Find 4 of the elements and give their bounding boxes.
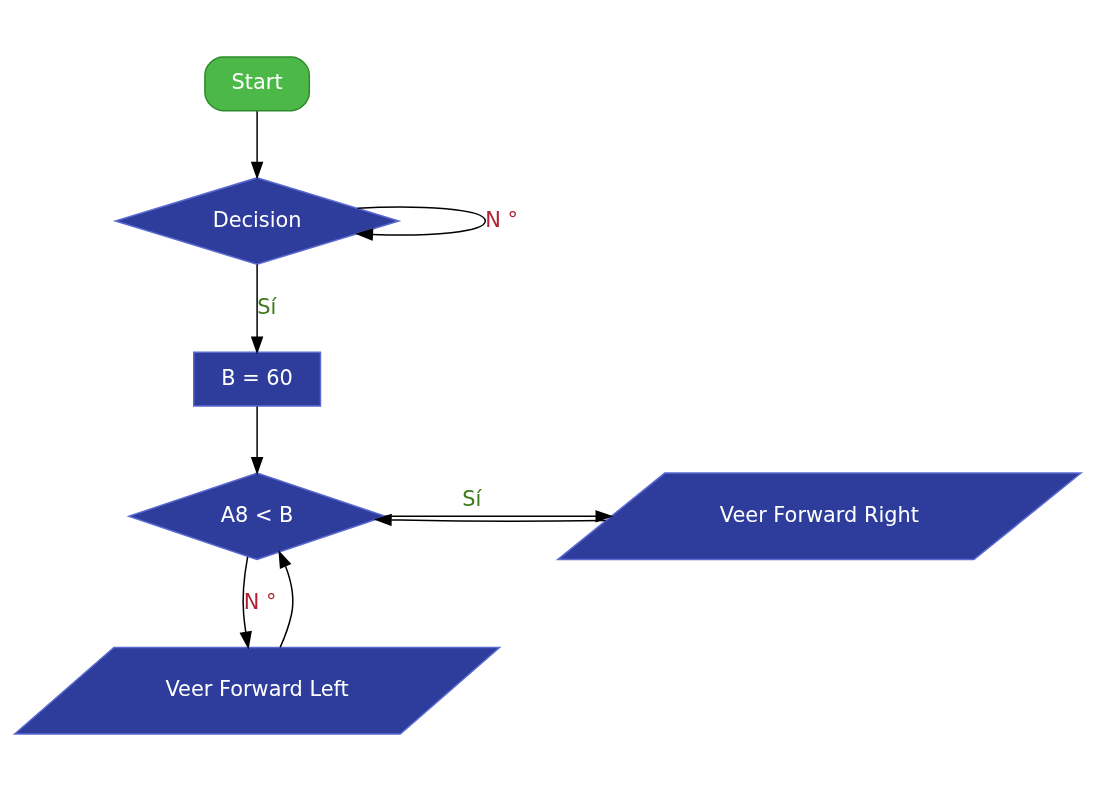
edge-label: N ° bbox=[485, 207, 519, 232]
edge-label: Sí bbox=[462, 487, 482, 512]
edge-label: N ° bbox=[243, 590, 277, 615]
edge-label: Sí bbox=[257, 294, 277, 319]
